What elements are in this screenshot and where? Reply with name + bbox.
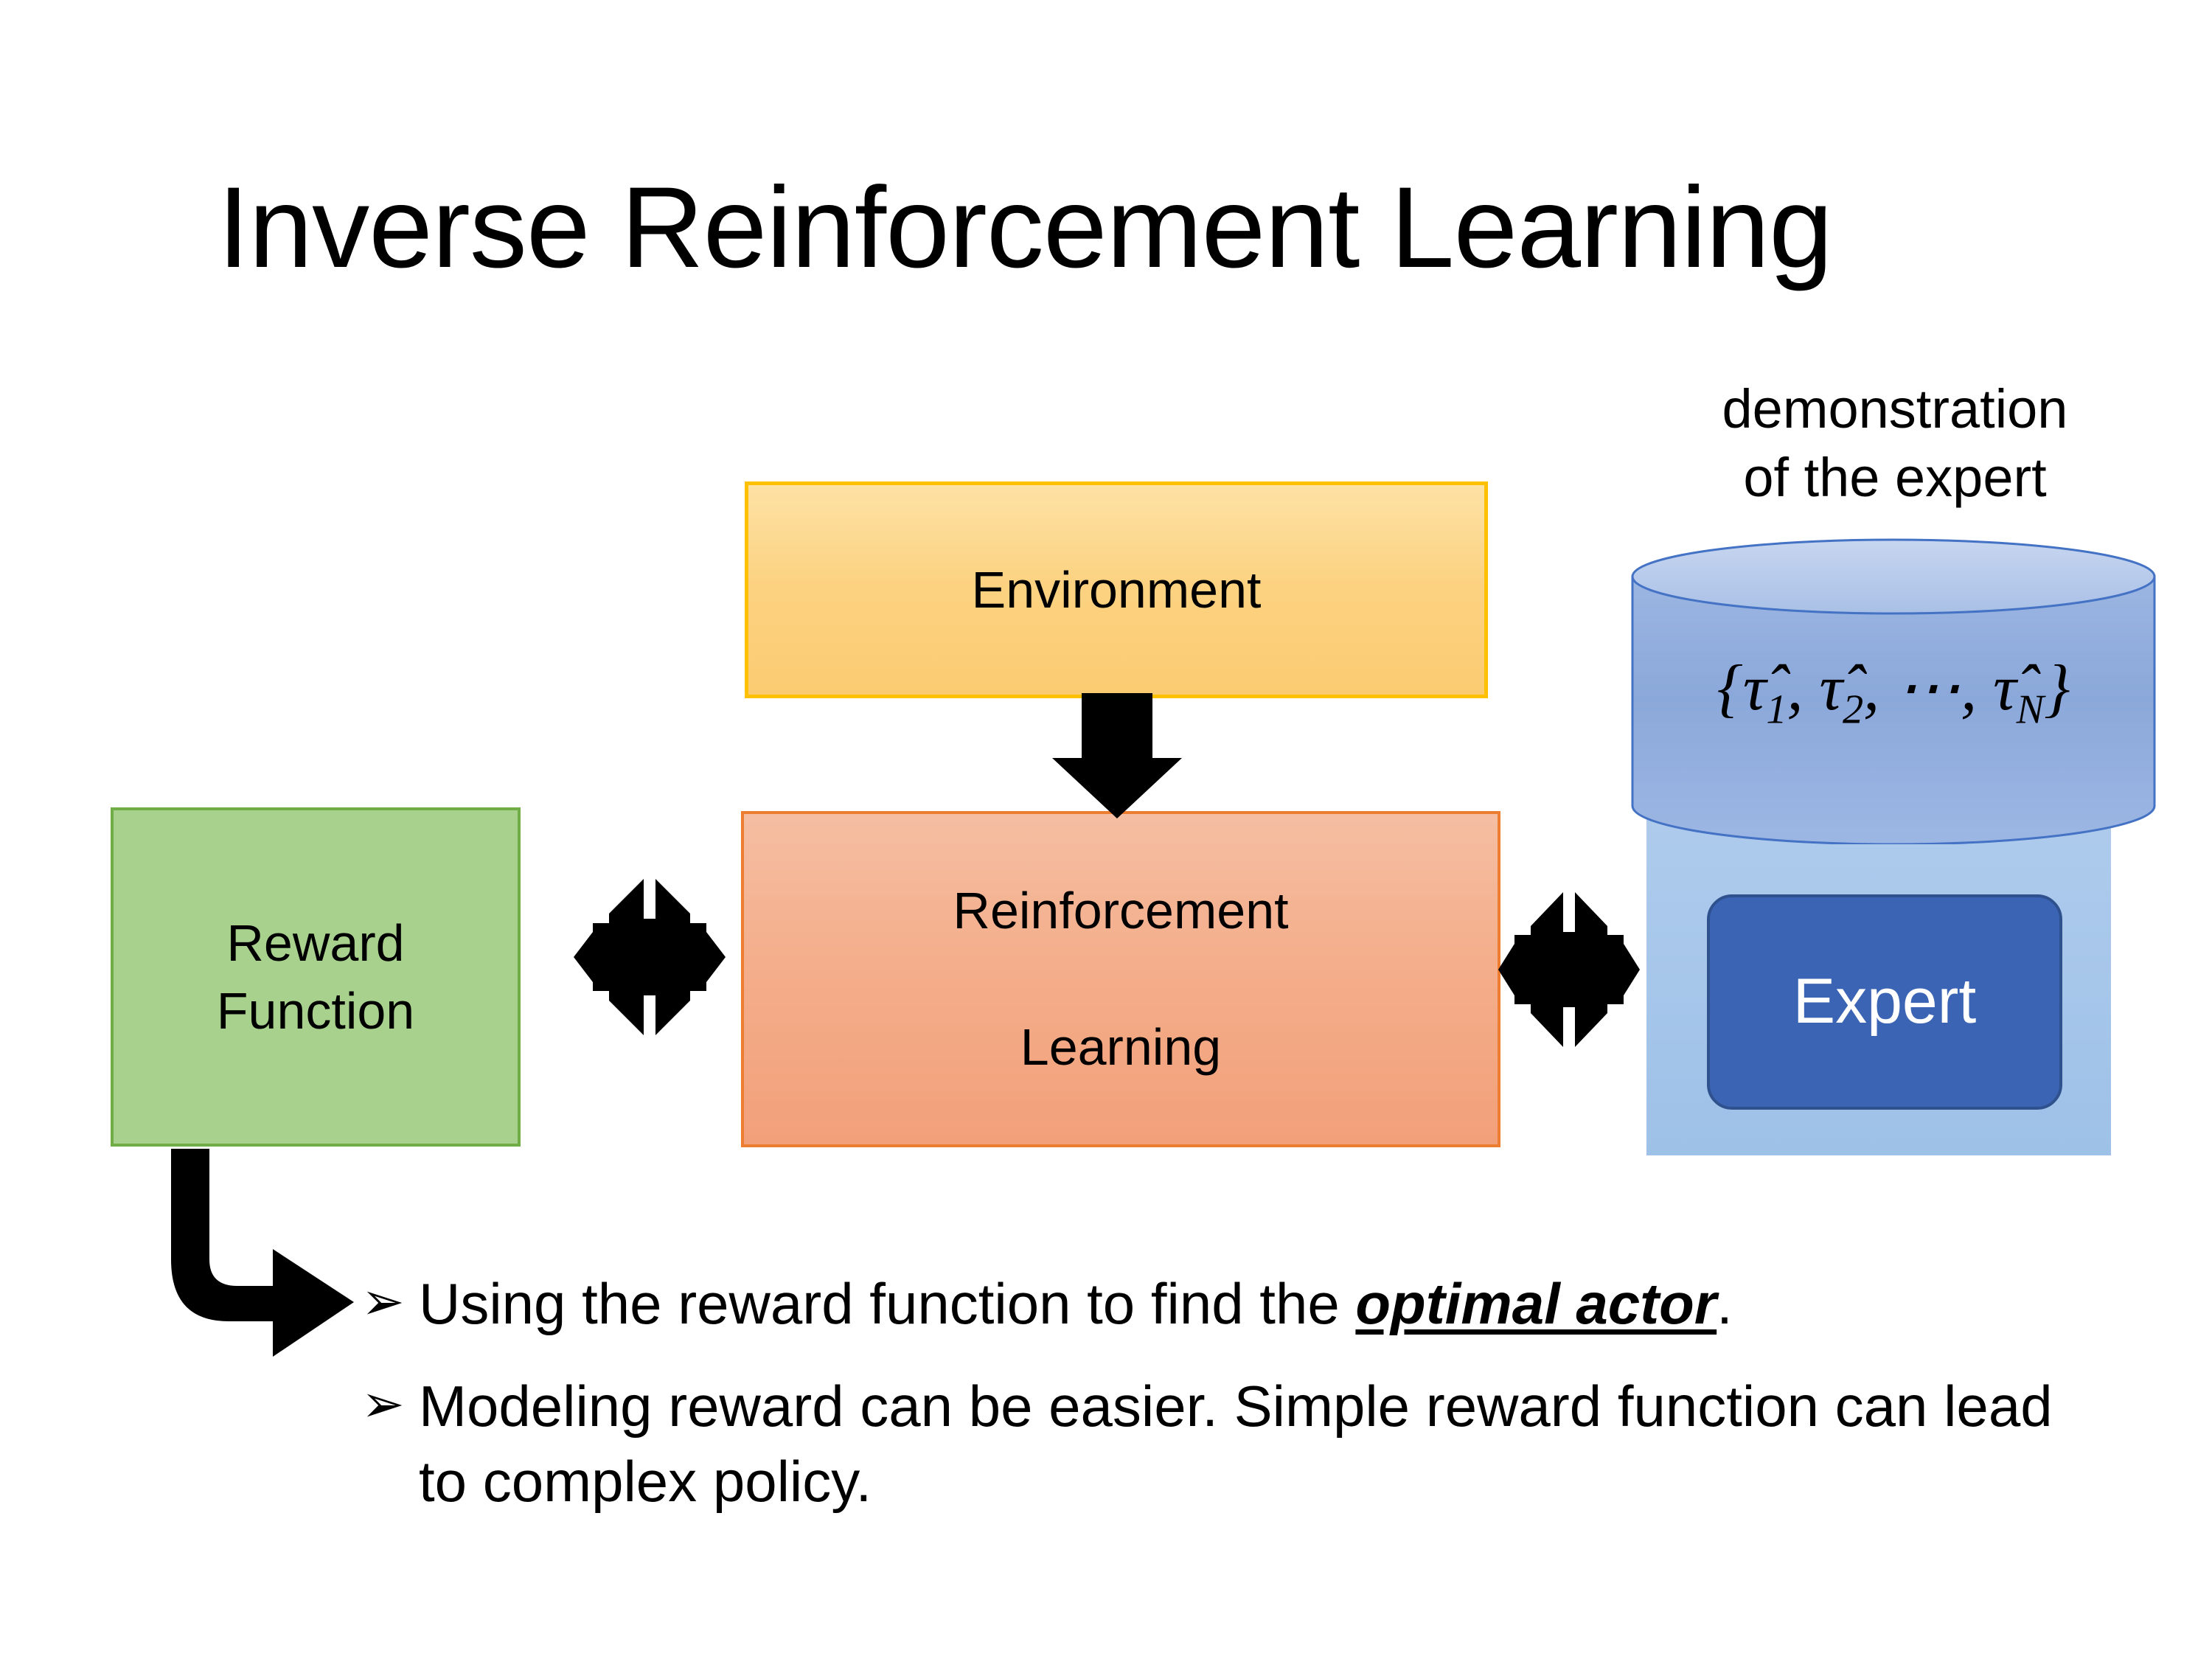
bullet-1-emphasis: optimal actor (1355, 1271, 1717, 1336)
list-item: ➢ Modeling reward can be easier. Simple … (361, 1369, 2094, 1519)
list-item: ➢ Using the reward function to find the … (361, 1267, 2094, 1341)
node-expert[interactable]: Expert (1707, 894, 2062, 1110)
quad-arrow-icon (1498, 892, 1640, 1047)
node-reinforcement-learning[interactable]: Reinforcement Learning (741, 811, 1500, 1147)
node-reward-function[interactable]: Reward Function (111, 807, 521, 1147)
bullet-1-prefix: Using the reward function to find the (419, 1271, 1356, 1336)
page-title: Inverse Reinforcement Learning (218, 164, 1833, 292)
quad-arrow-icon (574, 879, 726, 1035)
bullet-marker-icon: ➢ (361, 1273, 405, 1330)
bullet-1-suffix: . (1717, 1271, 1733, 1336)
trajectory-set-formula: {τ̂1, τ̂2, ⋯, τ̂N} (1717, 653, 2070, 733)
database-cylinder (1631, 538, 2156, 844)
demonstration-label: demonstration of the expert (1722, 378, 2068, 509)
arrow-down-icon (1051, 693, 1183, 820)
bullet-text-1: Using the reward function to find the op… (419, 1267, 2094, 1341)
node-environment[interactable]: Environment (745, 481, 1488, 698)
bent-arrow-icon (171, 1149, 355, 1361)
bullet-marker-icon: ➢ (361, 1375, 405, 1433)
bullet-text-2: Modeling reward can be easier. Simple re… (419, 1374, 2053, 1514)
bullet-list: ➢ Using the reward function to find the … (361, 1267, 2094, 1519)
